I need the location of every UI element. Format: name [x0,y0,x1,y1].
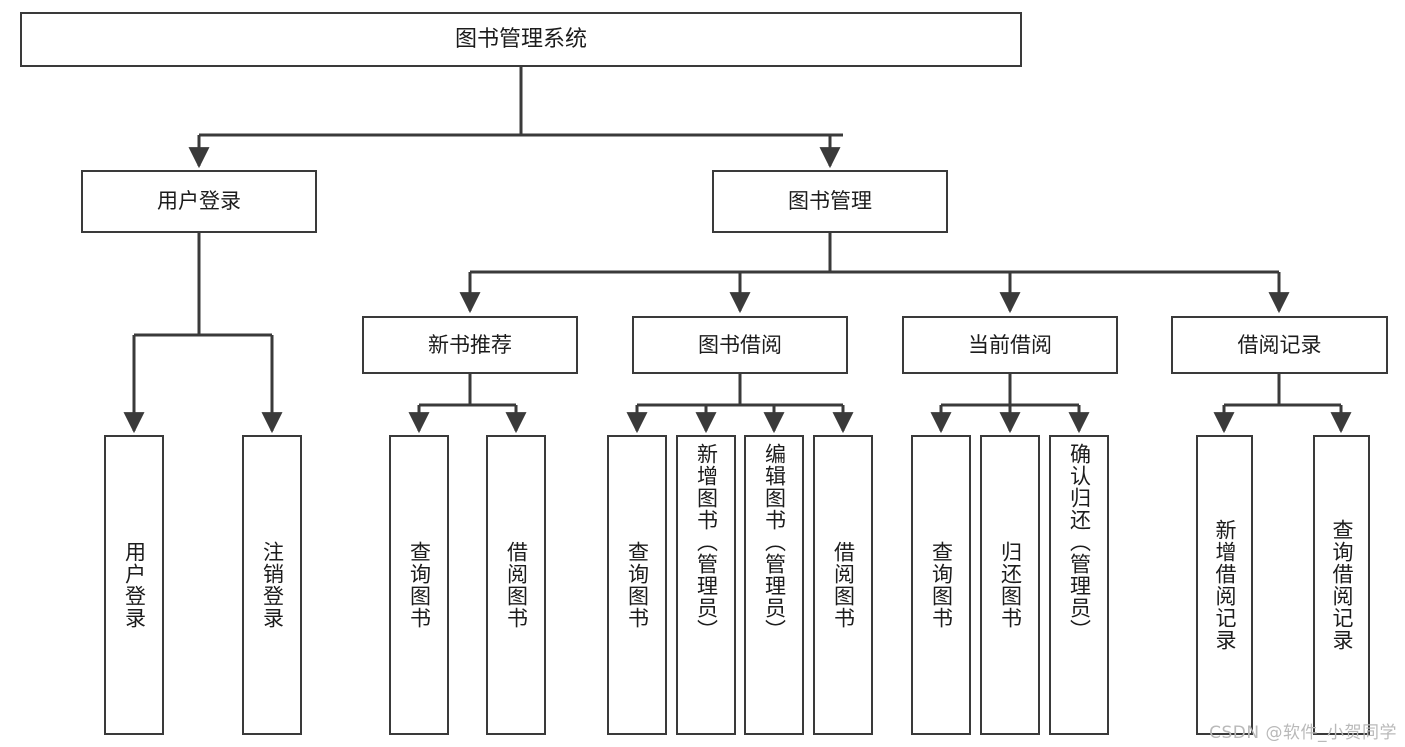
node-root-book-management-system[interactable]: 图书管理系统 [20,12,1022,67]
leaf-book-borrow-borrow-book[interactable]: 借阅图书 [813,435,873,735]
node-current-borrow[interactable]: 当前借阅 [902,316,1118,374]
node-label: 归还图书 [998,541,1023,629]
leaf-current-borrow-confirm-return-admin[interactable]: 确认归还（管理员） [1049,435,1109,735]
node-label: 图书借阅 [698,332,782,357]
node-label: 新书推荐 [428,332,512,357]
leaf-current-borrow-return-book[interactable]: 归还图书 [980,435,1040,735]
node-label: 新增图书（管理员） [694,443,719,641]
leaf-user-login-login[interactable]: 用户登录 [104,435,164,735]
node-label: 新增借阅记录 [1213,519,1237,651]
leaf-new-book-query-book[interactable]: 查询图书 [389,435,449,735]
node-label: 查询图书 [929,541,954,629]
leaf-book-borrow-edit-book-admin[interactable]: 编辑图书（管理员） [744,435,804,735]
node-user-login[interactable]: 用户登录 [81,170,317,233]
node-label: 注销登录 [260,541,285,629]
node-book-borrow[interactable]: 图书借阅 [632,316,848,374]
node-label: 用户登录 [157,189,241,214]
node-label: 图书管理系统 [454,26,587,52]
node-label: 确认归还（管理员） [1067,443,1092,641]
node-book-management[interactable]: 图书管理 [712,170,948,233]
leaf-book-borrow-query-book[interactable]: 查询图书 [607,435,667,735]
node-label: 查询借阅记录 [1330,519,1354,651]
leaf-new-book-borrow-book[interactable]: 借阅图书 [486,435,546,735]
node-label: 借阅记录 [1237,332,1322,357]
leaf-borrow-record-add-record[interactable]: 新增借阅记录 [1196,435,1253,735]
leaf-borrow-record-query-record[interactable]: 查询借阅记录 [1313,435,1370,735]
node-label: 查询图书 [407,541,432,629]
node-label: 查询图书 [625,541,650,629]
leaf-book-borrow-add-book-admin[interactable]: 新增图书（管理员） [676,435,736,735]
leaf-user-login-logout[interactable]: 注销登录 [242,435,302,735]
node-label: 借阅图书 [504,541,529,629]
csdn-watermark: CSDN @软件_小贺同学 [1209,723,1397,743]
node-label: 图书管理 [788,189,872,214]
node-label: 当前借阅 [968,332,1052,357]
node-borrow-record[interactable]: 借阅记录 [1171,316,1388,374]
node-label: 用户登录 [122,541,147,629]
node-label: 编辑图书（管理员） [762,443,787,641]
node-new-book-recommend[interactable]: 新书推荐 [362,316,578,374]
node-label: 借阅图书 [831,541,856,629]
leaf-current-borrow-query-book[interactable]: 查询图书 [911,435,971,735]
